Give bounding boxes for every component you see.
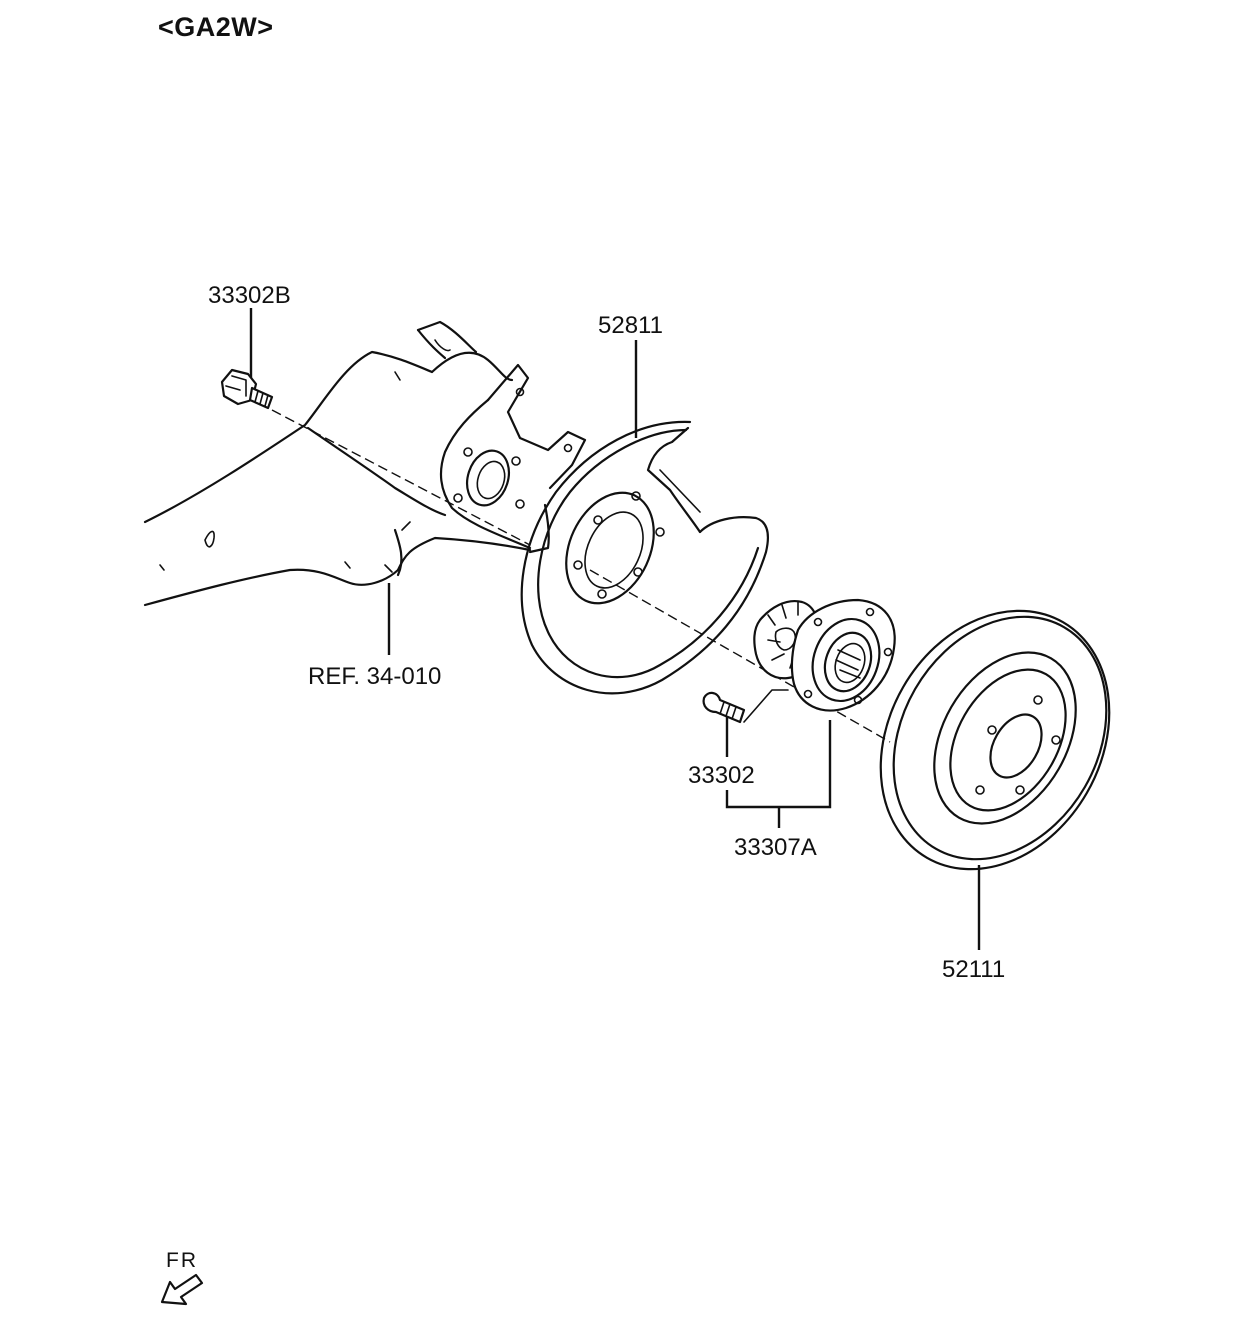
label-33302: 33302 <box>688 762 755 789</box>
brake-disc-52111 <box>879 609 1111 871</box>
label-ref-34-010: REF. 34-010 <box>308 663 442 690</box>
label-33302b: 33302B <box>208 282 291 309</box>
diagram-title: <GA2W> <box>158 12 274 42</box>
hub-bolt-33302 <box>702 691 746 724</box>
arrow-down-left-icon <box>160 1273 204 1306</box>
rear-axle-knuckle <box>143 320 587 607</box>
leader-33302-link <box>743 689 789 723</box>
dust-cover-52811 <box>520 420 769 695</box>
assembly-axis-lower <box>589 569 891 743</box>
label-33307a: 33307A <box>734 834 817 861</box>
bolt-33302b <box>220 368 274 410</box>
hub-bearing-assembly <box>753 598 896 712</box>
direction-label: FR <box>166 1249 198 1272</box>
label-52111: 52111 <box>942 956 1006 983</box>
label-52811: 52811 <box>598 312 663 339</box>
